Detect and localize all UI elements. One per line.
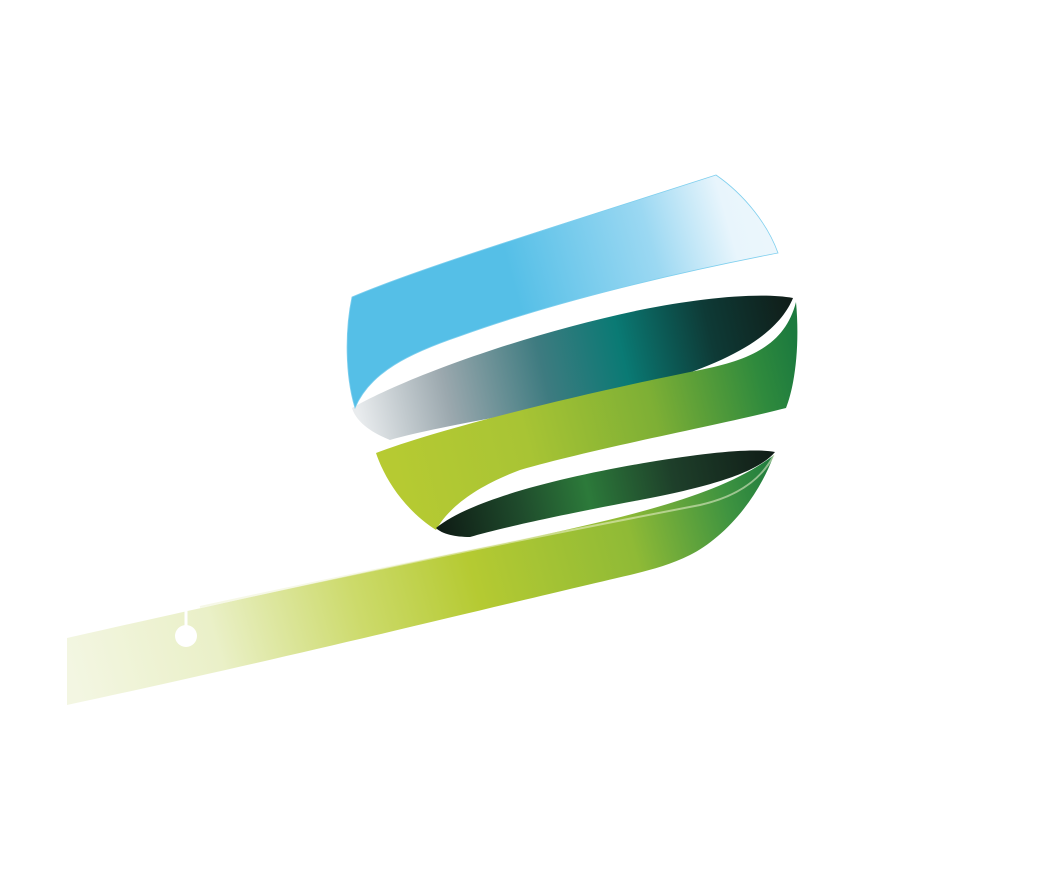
top-blue-band xyxy=(346,174,779,410)
tail-pin-dot xyxy=(175,625,197,647)
tail-band xyxy=(67,455,774,705)
inner-band-dark-teal xyxy=(352,295,793,440)
tail-highlight xyxy=(199,454,775,608)
lower-inner-band xyxy=(436,450,775,537)
middle-green-band xyxy=(376,302,798,530)
